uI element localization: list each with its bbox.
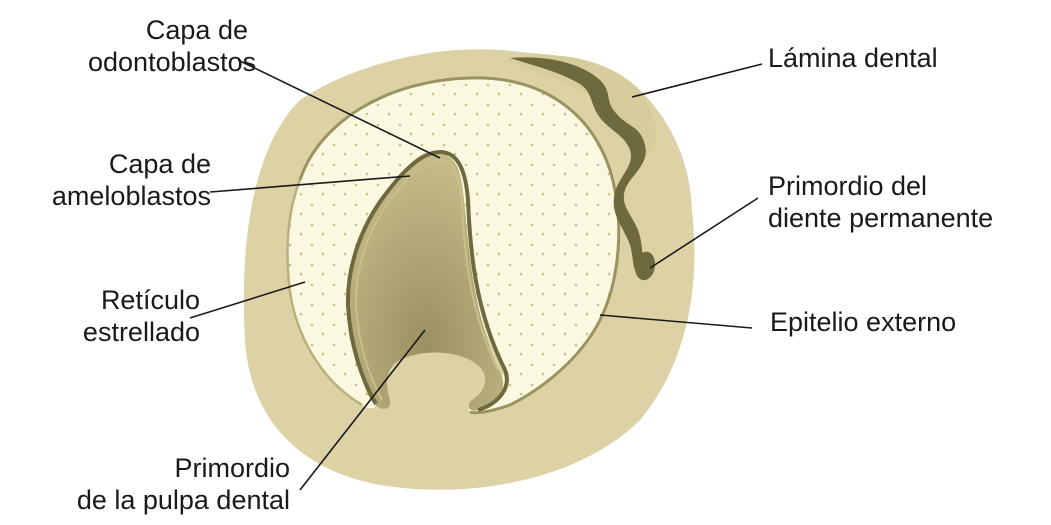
label-epitelio-line1: Epitelio externo xyxy=(770,306,956,338)
label-lamina-dental: Lámina dental xyxy=(768,42,938,74)
label-reticulo-line1: Retículo xyxy=(30,284,200,316)
label-primordio-pulpa: Primordio de la pulpa dental xyxy=(20,452,290,516)
label-capa-ameloblastos: Capa de ameloblastos xyxy=(48,148,211,212)
label-ameloblastos-line1: Capa de xyxy=(48,148,211,180)
label-reticulo-estrellado: Retículo estrellado xyxy=(30,284,200,348)
label-epitelio-externo: Epitelio externo xyxy=(770,306,956,338)
label-lamina-line1: Lámina dental xyxy=(768,42,938,74)
label-odontoblastos-line1: Capa de xyxy=(88,14,248,46)
label-permanente-line2: diente permanente xyxy=(768,202,993,234)
label-pulpa-line1: Primordio xyxy=(20,452,290,484)
label-reticulo-line2: estrellado xyxy=(30,316,200,348)
label-primordio-diente-permanente: Primordio del diente permanente xyxy=(768,170,993,234)
leader-lamina xyxy=(632,64,762,97)
label-pulpa-line2: de la pulpa dental xyxy=(20,484,290,516)
label-capa-odontoblastos: Capa de odontoblastos xyxy=(88,14,248,78)
label-permanente-line1: Primordio del xyxy=(768,170,993,202)
label-ameloblastos-line2: ameloblastos xyxy=(48,180,211,212)
label-odontoblastos-line2: odontoblastos xyxy=(88,46,248,78)
